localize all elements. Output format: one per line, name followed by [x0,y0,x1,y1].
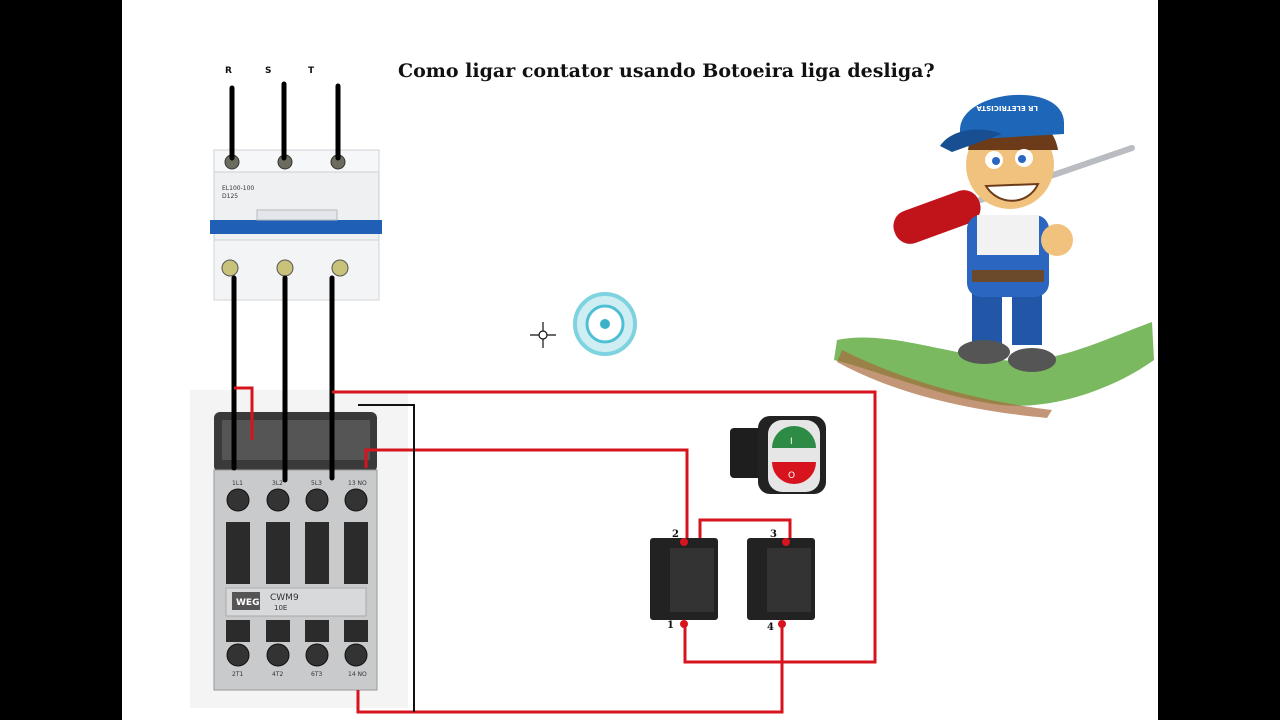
weg-logo [232,592,260,610]
diagram-canvas: Como ligar contator usando Botoeira liga… [122,0,1158,720]
power-wires [231,275,335,483]
terminal-14no: 14 NO [348,671,367,678]
terminal-2t1: 2T1 [232,671,243,678]
phase-label-r: R [225,66,232,76]
page-title: Como ligar contator usando Botoeira liga… [398,60,935,82]
terminal-3l2: 3L2 [272,480,283,487]
terminal-13no: 13 NO [348,480,367,487]
contact-block-left: 2 1 [650,529,718,631]
letterbox-left [0,0,122,720]
terminal-1l1: 1L1 [232,480,243,487]
contact-block-right: 3 4 [747,529,815,633]
contact-label-4: 4 [767,622,774,633]
mascot-cap [960,94,1064,140]
terminal-4t2: 4T2 [272,671,283,678]
electrician-mascot: LR ELETRICISTA [834,94,1154,418]
circuit-breaker: EL100-100 D125 [210,149,382,301]
breaker-rating-text: D125 [222,193,238,200]
contactor-model: CWM9 [270,593,299,603]
mascot-cap-text: LR ELETRICISTA [976,104,1038,112]
terminal-5l3: 5L3 [311,480,322,487]
contactor-model-sub: 10E [274,604,287,612]
letterbox-right [1158,0,1280,720]
stop-symbol: O [788,471,795,481]
breaker-blue-band [210,220,382,234]
control-wiring [234,386,877,714]
contact-label-1: 1 [667,620,674,631]
contactor: WEG CWM9 10E 1L1 3L2 5L3 13 NO 2T1 4T2 6… [190,390,408,708]
crosshair-cursor-icon [530,322,556,348]
start-symbol: I [790,437,793,447]
contact-label-2: 2 [672,529,679,540]
auxiliary-black-wire [358,404,415,712]
terminal-6t3: 6T3 [311,671,322,678]
phase-label-s: S [265,66,272,76]
green-start-button [772,426,816,448]
red-stop-button [772,462,816,484]
wiring-diagram: EL100-100 D125 W [190,81,1154,714]
breaker-brand-text: EL100-100 [222,185,254,192]
supply-wires [229,81,341,161]
contact-label-3: 3 [770,529,777,540]
click-indicator-icon [573,292,637,356]
push-button-station: I O [730,416,826,494]
contactor-brand: WEG [236,598,259,608]
phase-label-t: T [308,66,315,76]
